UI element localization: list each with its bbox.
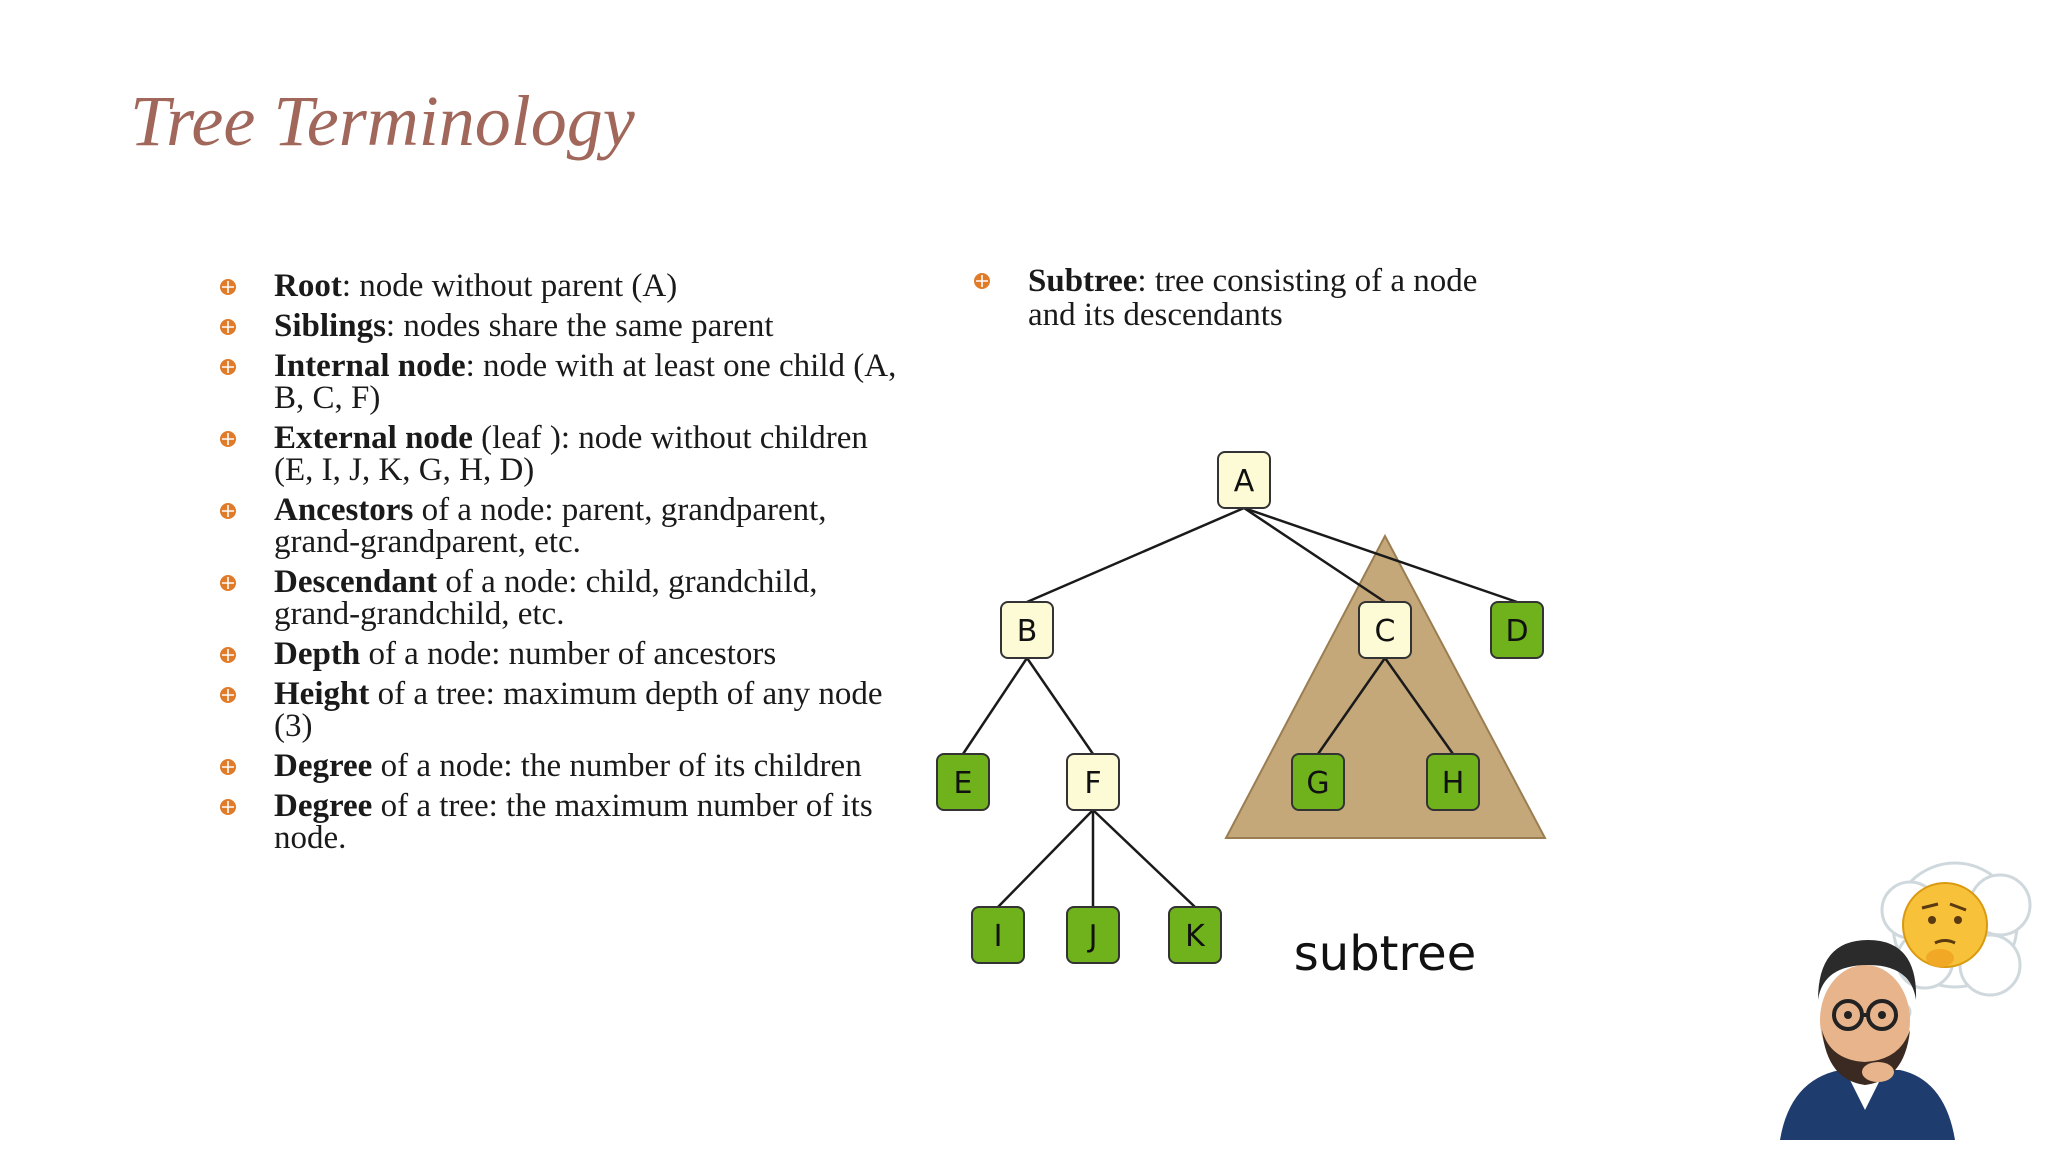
node-box <box>1490 601 1544 659</box>
node-j: J <box>1066 906 1120 964</box>
node-label: D <box>1505 614 1528 649</box>
term-label: Root <box>274 268 342 304</box>
term-ancestors: Ancestors of a node: parent, grandparent… <box>218 492 908 560</box>
term-description: of a tree: maximum depth of any node (3) <box>274 676 883 744</box>
term-label: External node <box>274 420 473 456</box>
term-label: Degree <box>274 748 373 784</box>
node-box <box>1000 601 1054 659</box>
edge-f-k <box>1092 809 1196 908</box>
term-root: Root: node without parent (A) <box>218 268 908 304</box>
term-label: Height <box>274 676 370 712</box>
edge-a-c <box>1243 506 1386 604</box>
node-i: I <box>971 906 1025 964</box>
edge-b-e <box>961 657 1029 755</box>
term-description: : tree consisting of a node and its desc… <box>1028 263 1478 333</box>
term-description: of a node: child, grandchild, grand-gran… <box>274 564 818 632</box>
node-label: K <box>1185 919 1206 954</box>
bullet-icon <box>220 687 236 703</box>
node-box <box>1291 753 1345 811</box>
edge-f-i <box>997 809 1094 908</box>
node-g: G <box>1291 753 1345 811</box>
term-description: (leaf ): node without children (E, I, J,… <box>274 420 868 488</box>
node-c: C <box>1358 601 1412 659</box>
node-label: E <box>954 766 973 801</box>
term-depth: Depth of a node: number of ancestors <box>218 636 908 672</box>
terminology-list: Root: node without parent (A) Siblings: … <box>218 270 908 862</box>
edge-a-d <box>1243 506 1518 604</box>
node-b: B <box>1000 601 1054 659</box>
node-box <box>1358 601 1412 659</box>
node-label: H <box>1442 766 1465 801</box>
node-label: A <box>1234 464 1255 499</box>
node-label: J <box>1087 919 1098 954</box>
node-label: B <box>1017 614 1038 649</box>
bullet-icon <box>220 799 236 815</box>
term-description: : node with at least one child (A, B, C,… <box>274 348 897 416</box>
bullet-icon <box>974 273 990 289</box>
term-label: Descendant <box>274 564 438 600</box>
node-label: G <box>1306 766 1329 801</box>
node-a: A <box>1217 451 1271 509</box>
node-box <box>1217 451 1271 509</box>
term-label: Subtree <box>1028 263 1138 299</box>
bullet-icon <box>220 647 236 663</box>
tree-edges <box>961 506 1518 908</box>
term-subtree: Subtree: tree consisting of a node and i… <box>972 264 1532 332</box>
term-degree-node: Degree of a node: the number of its chil… <box>218 748 908 784</box>
node-d: D <box>1490 601 1544 659</box>
term-internal-node: Internal node: node with at least one ch… <box>218 348 908 416</box>
term-siblings: Siblings: nodes share the same parent <box>218 308 908 344</box>
node-label: F <box>1084 766 1101 801</box>
node-box <box>1066 753 1120 811</box>
term-label: Ancestors <box>274 492 414 528</box>
bullet-icon <box>220 319 236 335</box>
term-degree-tree: Degree of a tree: the maximum number of … <box>218 788 908 856</box>
term-description: of a node: parent, grandparent, grand-gr… <box>274 492 827 560</box>
node-box <box>1066 906 1120 964</box>
node-label: C <box>1375 614 1396 649</box>
node-box <box>936 753 990 811</box>
term-description: : node without parent (A) <box>341 268 678 304</box>
term-description: of a node: the number of its children <box>372 748 862 784</box>
edge-a-b <box>1026 506 1245 604</box>
bullet-icon <box>220 575 236 591</box>
subtree-triangle <box>1224 533 1547 839</box>
node-e: E <box>936 753 990 811</box>
term-description: of a node: number of ancestors <box>360 636 777 672</box>
node-box <box>1426 753 1480 811</box>
slide-title: Tree Terminology <box>130 81 635 161</box>
edge-c-h <box>1383 657 1455 755</box>
node-label: I <box>994 919 1003 954</box>
node-h: H <box>1426 753 1480 811</box>
term-height: Height of a tree: maximum depth of any n… <box>218 676 908 744</box>
node-f: F <box>1066 753 1120 811</box>
node-box <box>1168 906 1222 964</box>
term-label: Siblings <box>274 308 386 344</box>
node-k: K <box>1168 906 1222 964</box>
term-label: Internal node <box>274 348 466 384</box>
edge-b-f <box>1025 657 1095 755</box>
bullet-icon <box>220 279 236 295</box>
bullet-icon <box>220 431 236 447</box>
node-box <box>971 906 1025 964</box>
bullet-icon <box>220 359 236 375</box>
bullet-icon <box>220 503 236 519</box>
edge-c-g <box>1316 657 1387 755</box>
thinking-avatar-icon <box>1780 861 2032 1140</box>
term-external-node: External node (leaf ): node without chil… <box>218 420 908 488</box>
term-label: Degree <box>274 788 373 824</box>
term-descendant: Descendant of a node: child, grandchild,… <box>218 564 908 632</box>
term-description: : nodes share the same parent <box>385 308 774 344</box>
term-label: Depth <box>274 636 361 672</box>
subtree-definition: Subtree: tree consisting of a node and i… <box>972 264 1532 332</box>
term-description: of a tree: the maximum number of its nod… <box>274 788 873 856</box>
bullet-icon <box>220 759 236 775</box>
subtree-label: subtree <box>1294 926 1476 982</box>
tree-nodes: A B C D E F G H I J K <box>936 451 1544 964</box>
